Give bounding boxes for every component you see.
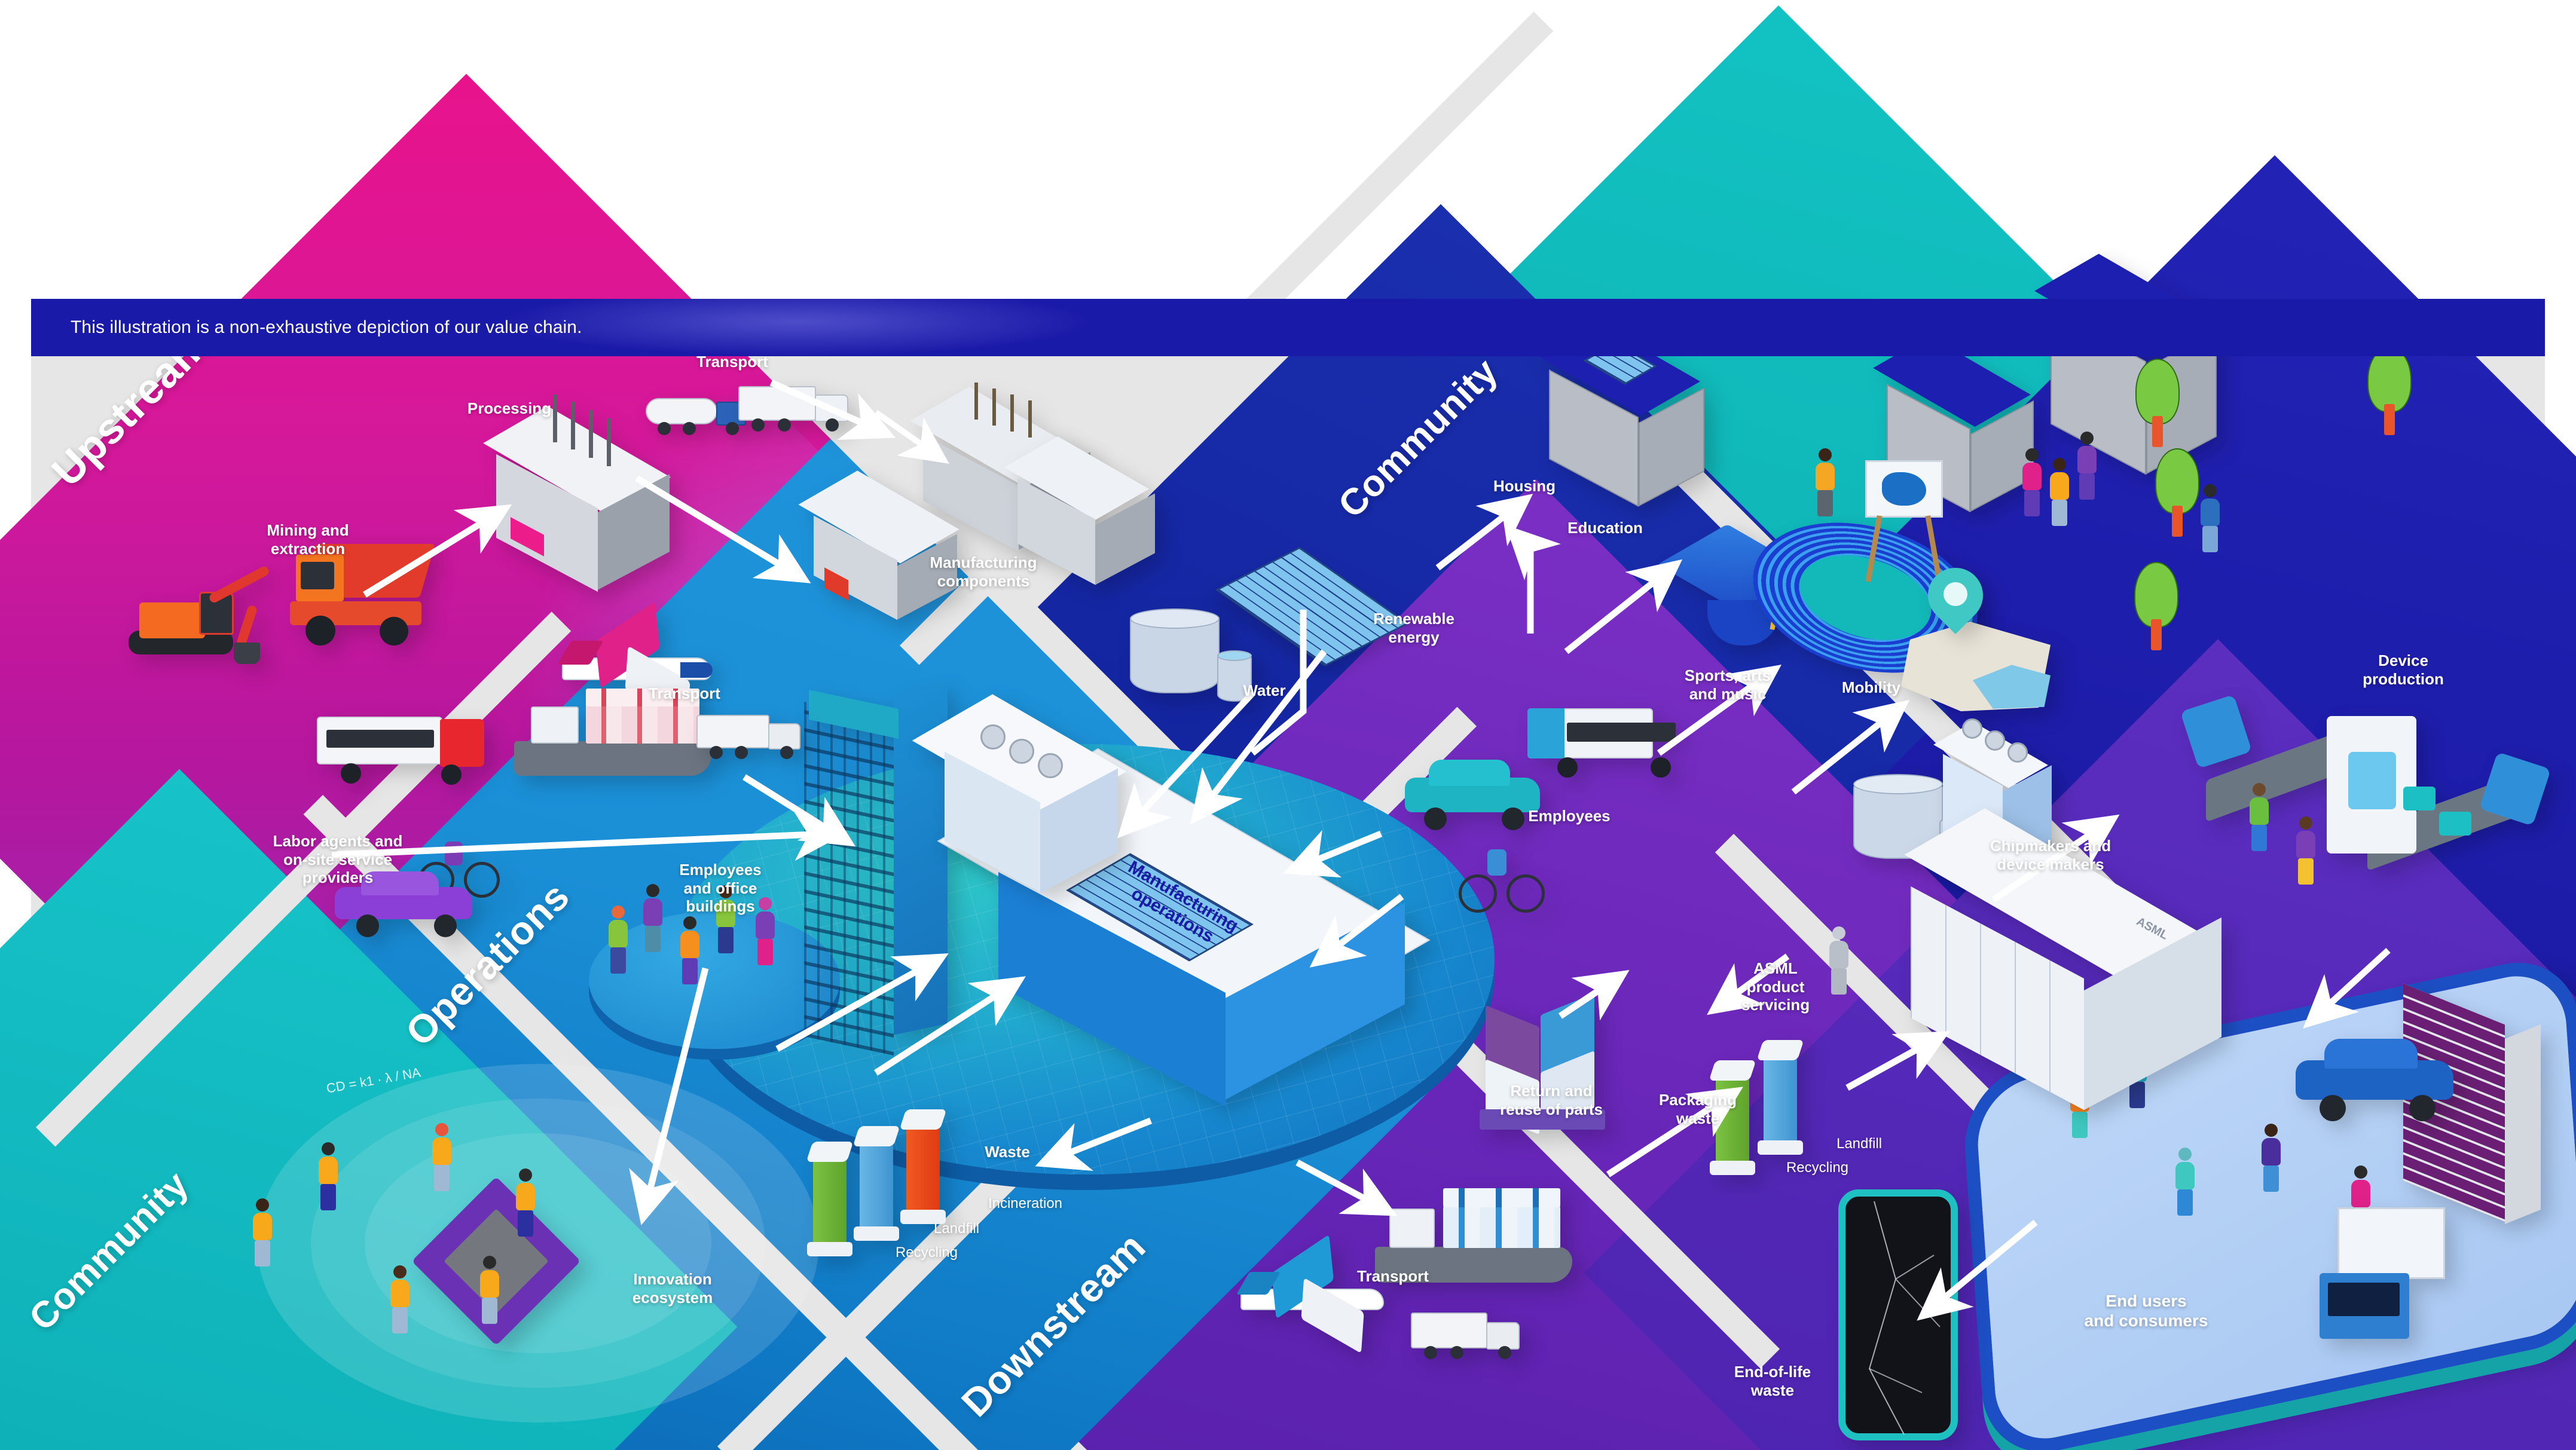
innovation-people-icon — [251, 1103, 622, 1366]
header-glow — [497, 299, 1095, 356]
illustration-note: This illustration is a non-exhaustive de… — [71, 317, 582, 337]
violinist-icon — [1805, 448, 1859, 562]
components-factory-icon — [909, 383, 1112, 552]
car-upstream-icon — [335, 867, 484, 938]
tanker-truck-icon — [646, 388, 753, 442]
pallet-parts-icon — [1474, 993, 1617, 1142]
cargo-plane-icon — [538, 601, 735, 729]
box-truck-downstream-icon — [1411, 1309, 1530, 1375]
community-walker-icon — [2199, 484, 2221, 552]
employee-platform — [589, 911, 840, 1049]
utility-building-icon — [912, 694, 1136, 908]
cargo-plane-downstream-icon — [1217, 1234, 1408, 1357]
container-ship-icon — [502, 675, 729, 795]
workstation-icon — [2320, 1207, 2475, 1345]
employee-group-icon — [607, 870, 822, 1043]
bicycle-employee-icon — [1459, 840, 1554, 917]
excavator-icon — [129, 565, 278, 681]
water-tank-icon — [1130, 598, 1267, 711]
service-engineer-icon — [1820, 926, 1862, 1046]
container-ship-downstream-icon — [1363, 1171, 1590, 1303]
bus-employees-icon — [1527, 702, 1707, 792]
car-employees-icon — [1405, 756, 1548, 834]
delivery-truck-upstream-icon — [696, 711, 810, 771]
map-icon — [1901, 604, 2056, 723]
community-people-icon — [2021, 424, 2152, 526]
waste-bins-operations-icon — [806, 1109, 968, 1256]
dump-truck-icon — [272, 544, 435, 663]
chipmaker-building-icon — [1933, 711, 2074, 903]
processing-plant-icon — [472, 394, 676, 592]
bus-upstream-icon — [317, 708, 496, 798]
device-operators-icon — [2248, 783, 2361, 938]
map-pin-icon — [1916, 556, 1995, 646]
device-production-line-icon — [2180, 681, 2571, 932]
header-band: This illustration is a non-exhaustive de… — [31, 299, 2545, 356]
car-end-user-icon — [2296, 1034, 2463, 1124]
easel-icon — [1853, 460, 1961, 586]
